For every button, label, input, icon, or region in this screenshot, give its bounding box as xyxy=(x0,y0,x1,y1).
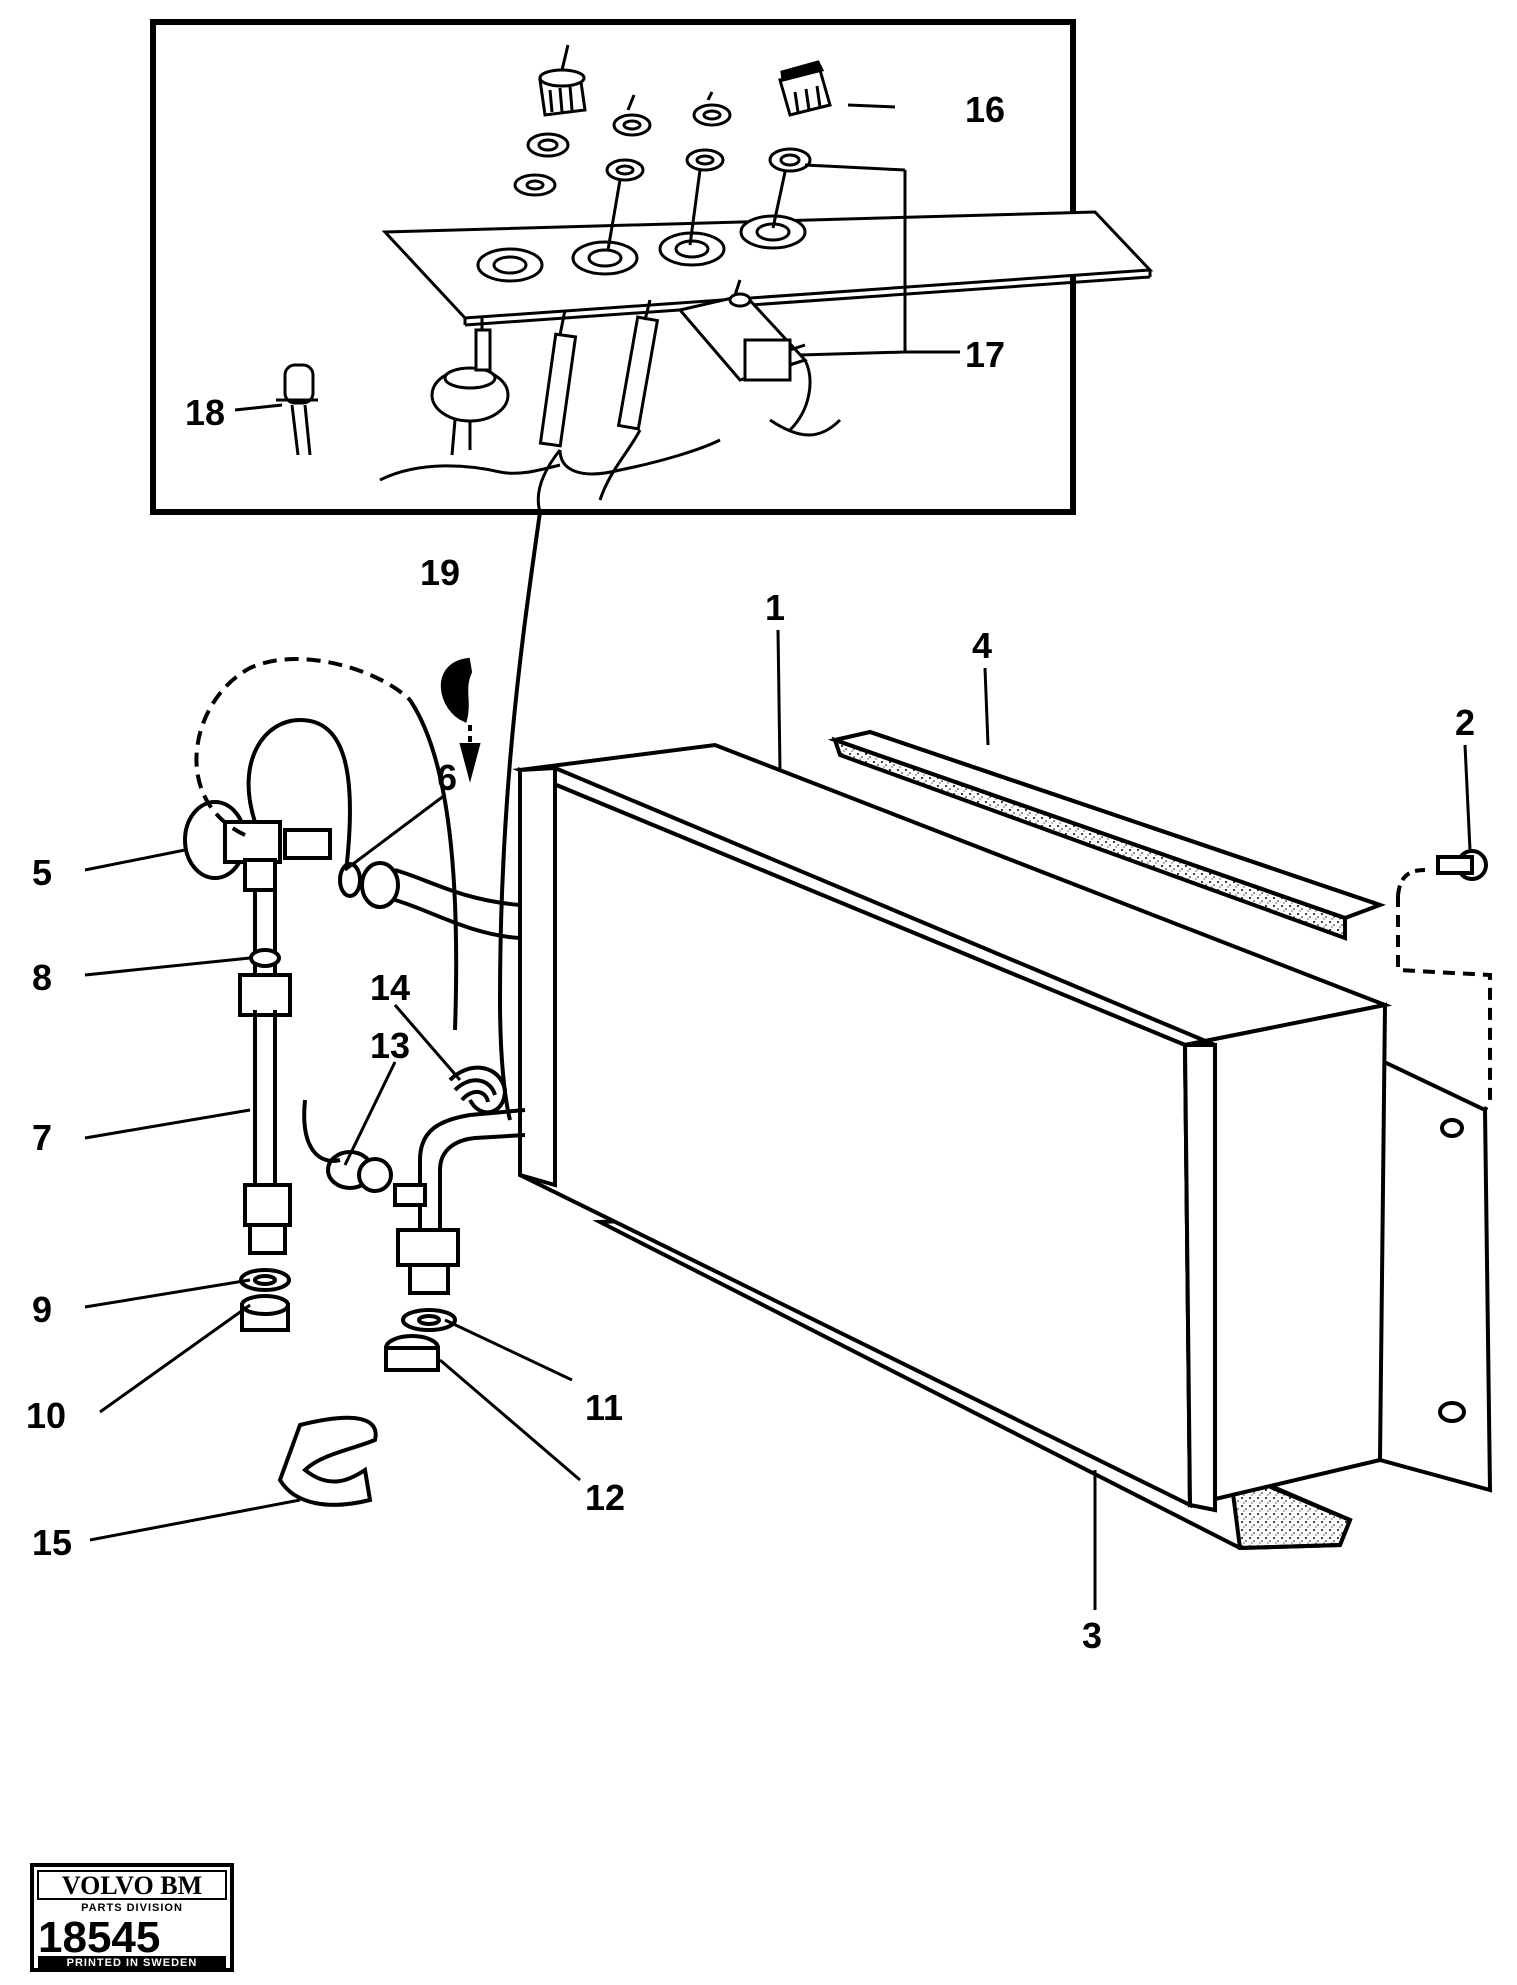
panel-holes xyxy=(476,214,807,283)
callout-19: 19 xyxy=(420,552,460,593)
callout-2: 2 xyxy=(1455,702,1475,743)
nut-washer-3 xyxy=(685,91,732,246)
tape-strip xyxy=(277,1415,378,1507)
callout-18: 18 xyxy=(185,392,225,433)
stamp-footer: PRINTED IN SWEDEN xyxy=(67,1957,198,1969)
callout-8: 8 xyxy=(32,957,52,998)
callout-11: 11 xyxy=(585,1387,623,1428)
inset-wires xyxy=(379,359,842,513)
seal-strip xyxy=(827,729,1386,941)
callout-16: 16 xyxy=(965,89,1005,130)
leader-lines xyxy=(84,629,1472,1610)
o-ring xyxy=(338,862,362,898)
callout-7: 7 xyxy=(32,1117,52,1158)
callout-1: 1 xyxy=(765,587,785,628)
stamp-brand: VOLVO BM xyxy=(62,1871,202,1900)
callout-9: 9 xyxy=(32,1289,52,1330)
heater-rod-1 xyxy=(538,309,578,448)
callout-5: 5 xyxy=(32,852,52,893)
nut-washer-2 xyxy=(605,94,652,251)
mounting-flange xyxy=(1378,1056,1493,1493)
callout-14: 14 xyxy=(370,967,410,1008)
volvo-bm-stamp: VOLVO BM PARTS DIVISION 18545 PRINTED IN… xyxy=(30,1863,234,1972)
callout-13: 13 xyxy=(370,1025,410,1066)
callout-15: 15 xyxy=(32,1522,72,1563)
knob-left xyxy=(513,44,587,197)
callout-10: 10 xyxy=(26,1395,66,1436)
hose-clip xyxy=(440,657,481,783)
indicator-bulb xyxy=(276,363,318,456)
control-panel-inset xyxy=(150,19,1154,515)
heater-unit xyxy=(512,742,1493,1551)
callout-12: 12 xyxy=(585,1477,625,1518)
callout-3: 3 xyxy=(1082,1615,1102,1656)
callout-17: 17 xyxy=(965,334,1005,375)
callout-6: 6 xyxy=(437,757,457,798)
callouts: 1 2 3 4 5 6 7 8 9 10 11 12 13 14 15 16 1… xyxy=(26,89,1475,1656)
heater-rod-2 xyxy=(616,299,660,431)
piping xyxy=(183,511,542,1372)
stamp-number: 18545 xyxy=(38,1913,160,1962)
callout-4: 4 xyxy=(972,625,992,666)
knob-right xyxy=(768,60,832,229)
stamp-division: PARTS DIVISION xyxy=(81,1902,183,1914)
switch-left xyxy=(430,318,510,456)
mounting-screw xyxy=(1396,849,1492,1111)
